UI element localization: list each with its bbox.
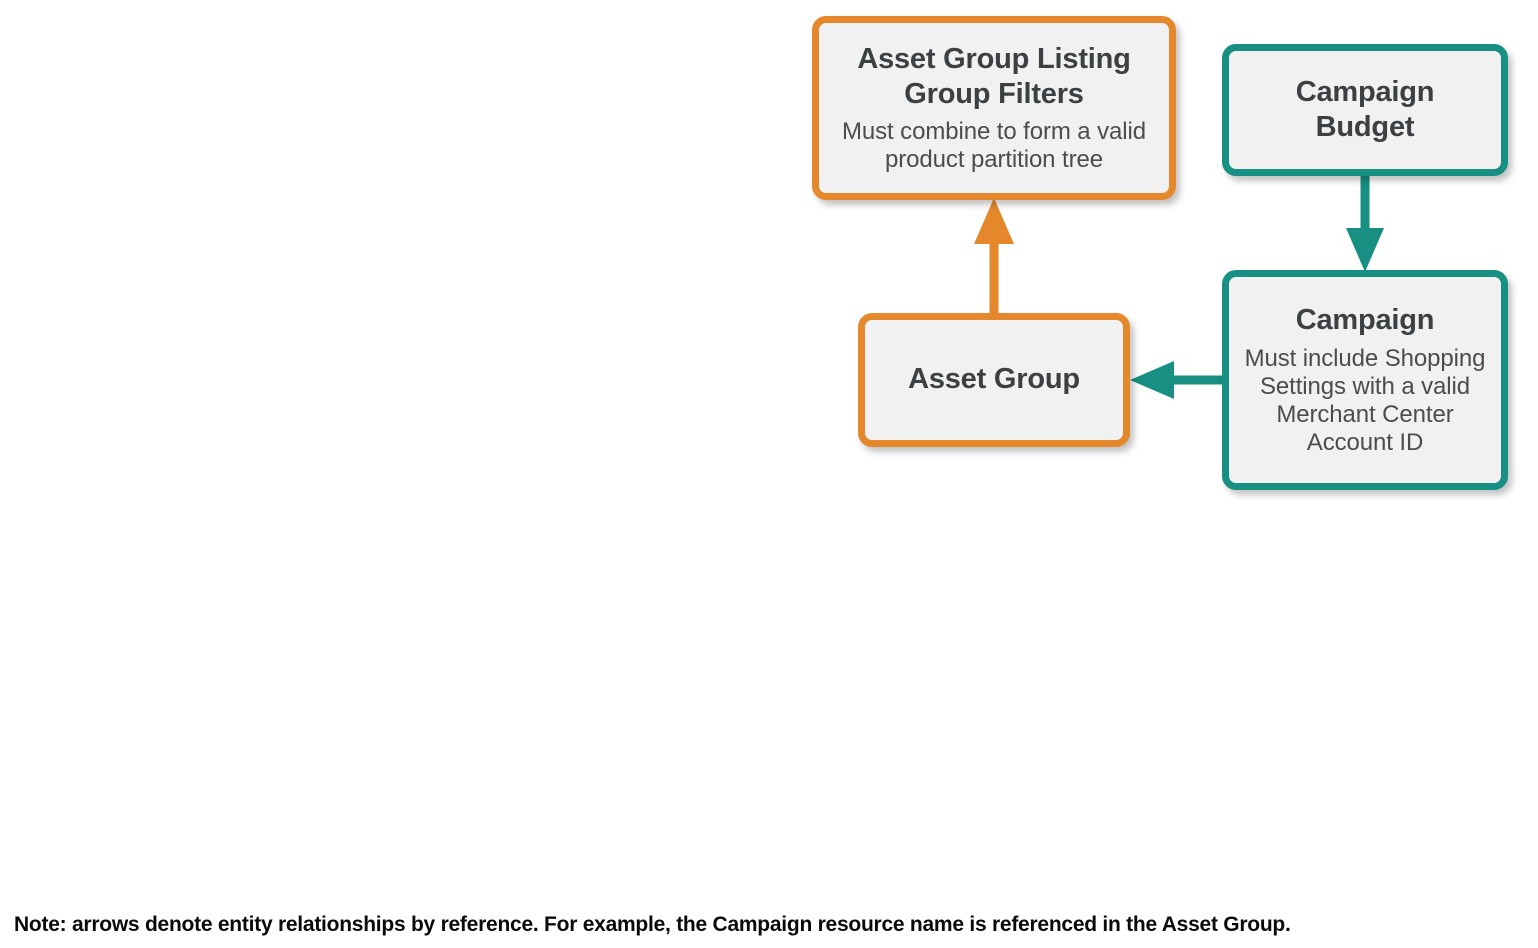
node-campaign-budget[interactable]: Campaign Budget bbox=[1222, 44, 1508, 176]
edge-campaign-budget-to-campaign bbox=[1346, 172, 1384, 272]
edge-campaign-to-asset-group bbox=[1130, 361, 1230, 399]
node-title: Asset Group bbox=[908, 363, 1080, 396]
node-title: Campaign Budget bbox=[1295, 75, 1435, 143]
node-title: Asset Group Listing Group Filters bbox=[857, 42, 1131, 110]
node-campaign[interactable]: Campaign Must include Shopping Settings … bbox=[1222, 270, 1508, 490]
node-description: Must combine to form a valid product par… bbox=[842, 118, 1146, 174]
node-asset-group[interactable]: Asset Group bbox=[858, 313, 1130, 447]
node-title: Campaign bbox=[1295, 304, 1435, 337]
node-description: Must include Shopping Settings with a va… bbox=[1244, 344, 1486, 456]
edge-asset-group-to-listing-group-filters bbox=[974, 198, 1014, 322]
diagram-note: Note: arrows denote entity relationships… bbox=[14, 913, 1291, 936]
node-asset-group-listing-group-filters[interactable]: Asset Group Listing Group Filters Must c… bbox=[812, 16, 1176, 200]
